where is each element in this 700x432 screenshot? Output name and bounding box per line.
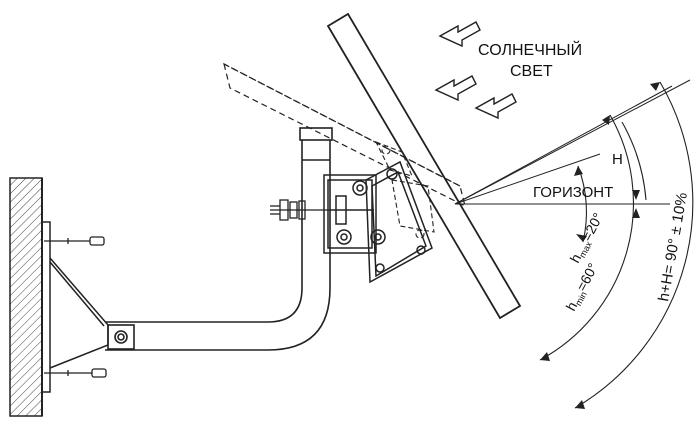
horizon-label: ГОРИЗОНТ: [533, 184, 613, 201]
hmin-ray: [454, 79, 691, 205]
h-angle-label: H: [612, 151, 623, 168]
anchor-bolt-top: [44, 236, 105, 246]
vertical-mast: [299, 127, 333, 288]
dish-solid: [326, 12, 522, 320]
hmax-label: hmax=20°: [567, 210, 608, 266]
clamp-bolt: [270, 199, 330, 221]
hmin-label: hmin=60°: [563, 260, 603, 314]
hmax-ray: [454, 153, 601, 205]
sun-arrow-2: [434, 75, 477, 102]
arc-hmin: [539, 114, 634, 361]
angle-lines: [454, 79, 691, 205]
sunlight-label-line2: СВЕТ: [510, 63, 553, 80]
wall: [9, 177, 43, 417]
arrowheads: [540, 82, 660, 409]
arc-total: [574, 81, 694, 409]
zenith-ray: [454, 85, 673, 205]
sun-arrow-1: [438, 21, 481, 48]
mount-bracket: [323, 174, 386, 254]
alt-position-mount: [374, 140, 435, 239]
sun-arrow-3: [474, 93, 517, 120]
total-angle-label: h+H= 90° ± 10%: [655, 191, 691, 302]
sunlight-label-line1: СОЛНЕЧНЫЙ: [478, 40, 582, 59]
anchor-bolt-bottom: [44, 368, 107, 378]
dish-dashed: [223, 62, 466, 208]
wall-bracket: [41, 221, 109, 393]
horizontal-arm: [105, 287, 331, 351]
arc-H: [621, 121, 647, 201]
